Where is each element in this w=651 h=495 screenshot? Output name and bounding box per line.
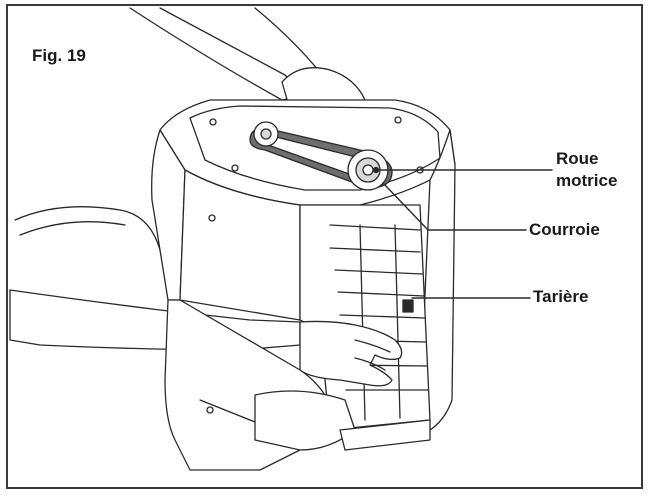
callout-courroie: Courroie [529,220,600,239]
upper-arm [129,7,306,101]
base-foot [254,390,356,451]
callout-roue-line2: motrice [556,171,618,190]
leader-courroie [383,183,429,231]
lower-hand [299,320,403,387]
callout-roue-line1: Roue [556,149,599,168]
callout-roue-motrice: Roue motrice [556,148,617,192]
figure-title: Fig. 19 [32,46,86,65]
callout-tariere: Tarière [533,287,589,306]
